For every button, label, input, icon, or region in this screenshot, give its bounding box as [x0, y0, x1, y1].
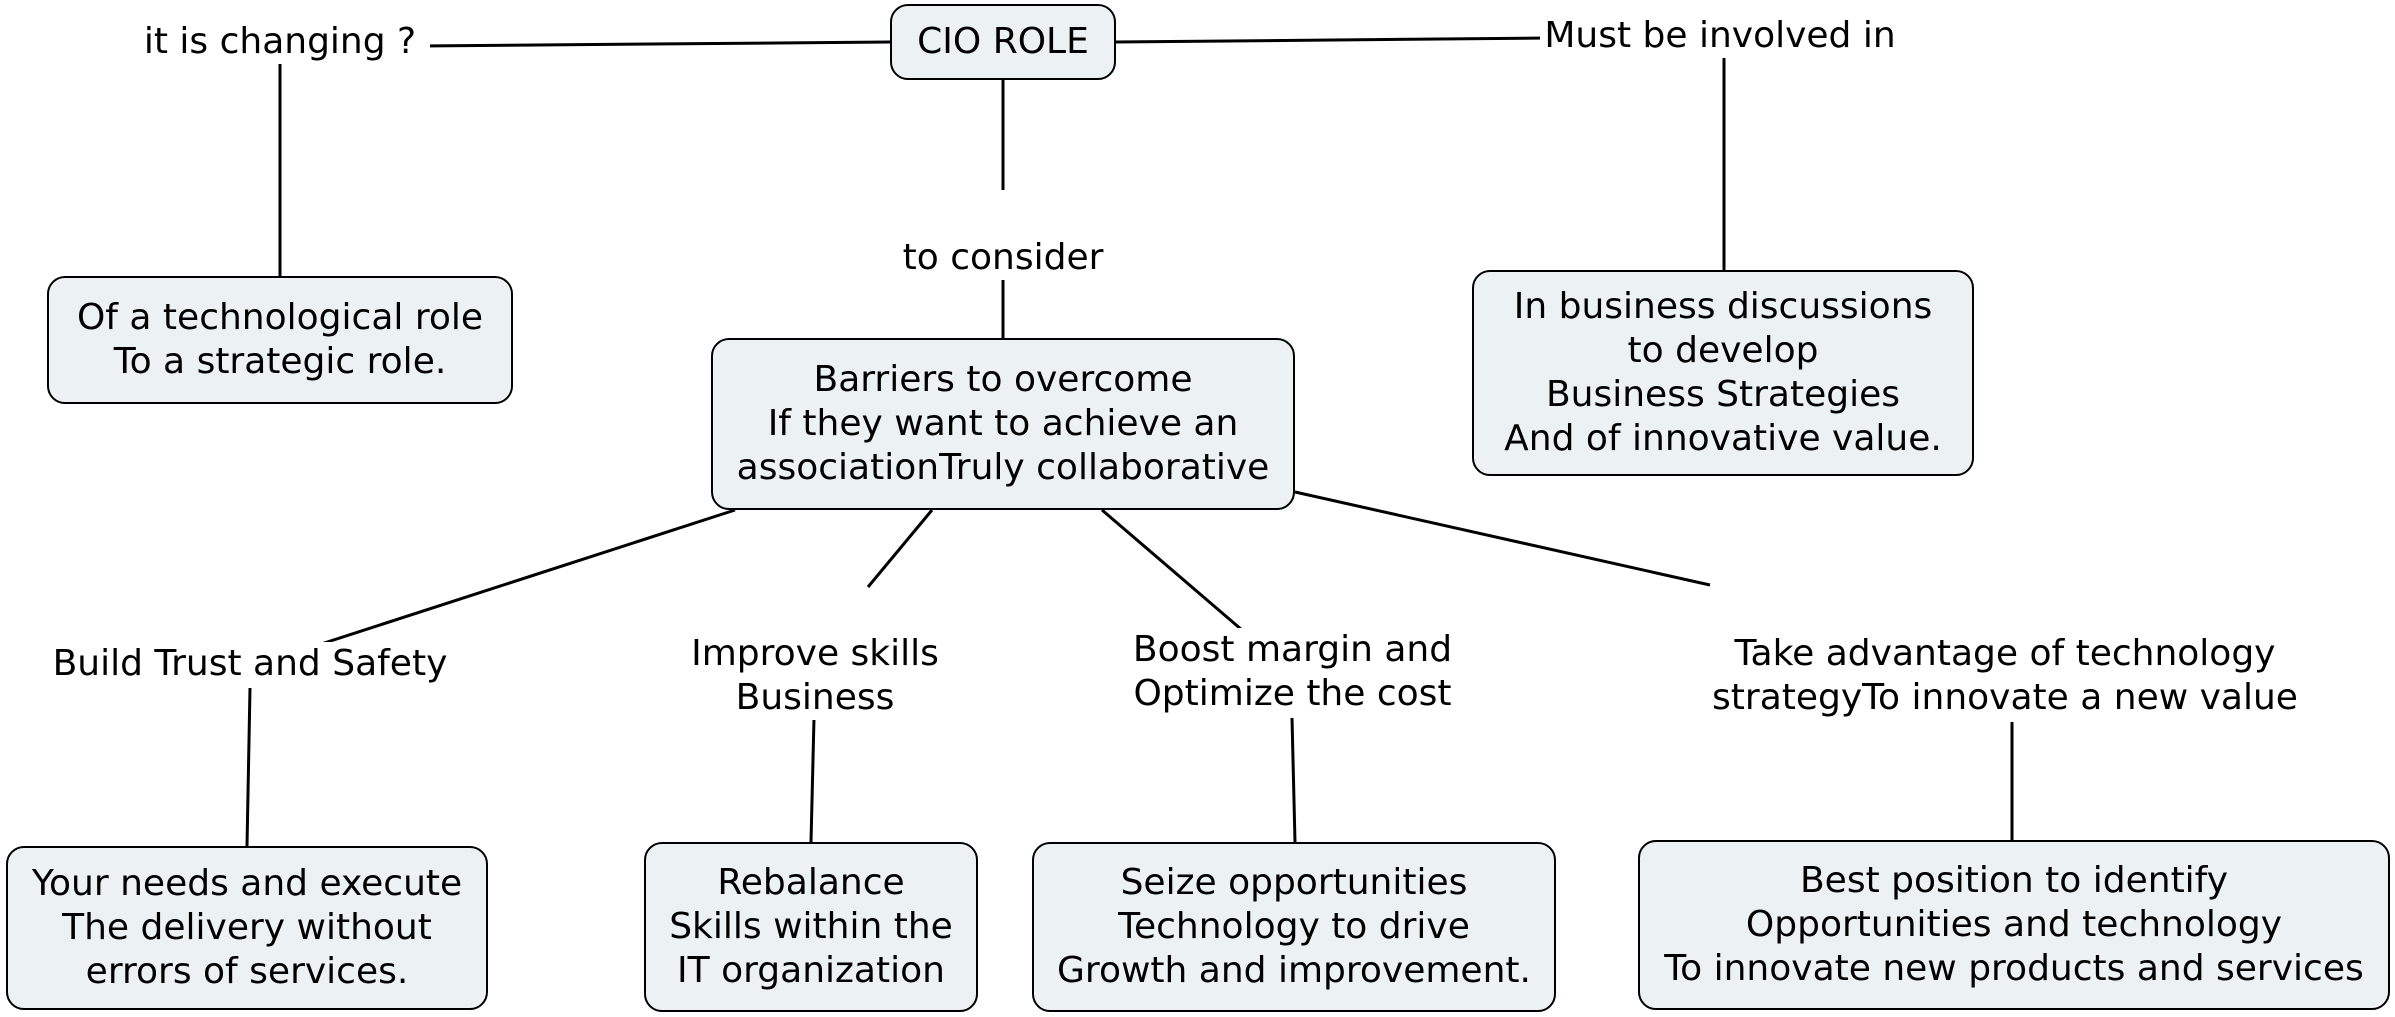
connector-skills-rebalance: [809, 717, 816, 843]
concept-rebalance[interactable]: Rebalance Skills within the IT organizat…: [644, 842, 978, 1012]
connector-root-changing: [419, 40, 891, 48]
concept-text-line: If they want to achieve an: [767, 403, 1239, 444]
link-label-margin: Boost margin and Optimize the cost: [1115, 628, 1470, 716]
concept-text-line: Barriers to overcome: [813, 359, 1193, 400]
concept-text-line: Rebalance: [717, 862, 905, 903]
concept-best-position[interactable]: Best position to identify Opportunities …: [1638, 840, 2390, 1010]
connector-barriers-skills: [866, 509, 934, 588]
link-text-line: Take advantage of technology: [1734, 633, 2276, 674]
connector-trust-needs: [245, 687, 252, 847]
link-text: Must be involved in: [1544, 15, 1896, 56]
connector-root-involved: [1115, 36, 1549, 44]
concept-text-line: associationTruly collaborative: [736, 447, 1270, 488]
connector-margin-seize: [1290, 717, 1297, 843]
connector-barriers-advantage: [1294, 490, 1711, 587]
link-text-line: Business: [735, 677, 895, 718]
concept-text-line: In business discussions: [1513, 286, 1933, 327]
concept-business-discussions[interactable]: In business discussions to develop Busin…: [1472, 270, 1974, 476]
concept-barriers[interactable]: Barriers to overcome If they want to ach…: [711, 338, 1295, 510]
concept-text-line: Of a technological role: [76, 297, 484, 338]
link-text-line: Optimize the cost: [1133, 673, 1452, 714]
concept-text-line: Best position to identify: [1799, 860, 2229, 901]
link-text: to consider: [902, 237, 1104, 278]
connector-barriers-margin: [1101, 508, 1243, 632]
concept-text-line: Your needs and execute: [31, 863, 463, 904]
concept-text-line: To innovate new products and services: [1664, 948, 2364, 989]
link-label-skills: Improve skills Business: [670, 632, 960, 720]
link-label-advantage: Take advantage of technology strategyTo …: [1700, 632, 2310, 720]
concept-text-line: Business Strategies: [1545, 374, 1901, 415]
concept-text-line: IT organization: [677, 950, 945, 991]
concept-technological-role[interactable]: Of a technological role To a strategic r…: [47, 276, 513, 404]
concept-text-line: to develop: [1627, 330, 1819, 371]
link-text: it is changing ?: [143, 21, 417, 62]
concept-text-line: errors of services.: [85, 951, 409, 992]
concept-needs-execute[interactable]: Your needs and execute The delivery with…: [6, 846, 488, 1010]
link-label-consider: to consider: [883, 236, 1123, 280]
link-text-line: Boost margin and: [1132, 629, 1453, 670]
concept-text-line: Seize opportunities: [1120, 862, 1468, 903]
link-text: Build Trust and Safety: [52, 643, 448, 684]
concept-text: CIO ROLE: [917, 21, 1089, 62]
link-label-trust: Build Trust and Safety: [40, 642, 460, 686]
link-label-involved: Must be involved in: [1540, 14, 1900, 58]
link-text-line: strategyTo innovate a new value: [1712, 677, 2298, 718]
concept-text-line: Opportunities and technology: [1745, 904, 2283, 945]
connector-barriers-trust: [314, 508, 736, 648]
concept-text-line: Skills within the: [669, 906, 953, 947]
concept-text-line: To a strategic role.: [113, 341, 447, 382]
concept-root-cio-role[interactable]: CIO ROLE: [890, 4, 1116, 80]
link-label-changing: it is changing ?: [130, 20, 430, 64]
link-text-line: Improve skills: [691, 633, 939, 674]
concept-text-line: Technology to drive: [1118, 906, 1470, 947]
concept-text-line: Growth and improvement.: [1057, 950, 1531, 991]
concept-text-line: The delivery without: [62, 907, 432, 948]
concept-seize-opportunities[interactable]: Seize opportunities Technology to drive …: [1032, 842, 1556, 1012]
concept-text-line: And of innovative value.: [1504, 418, 1942, 459]
